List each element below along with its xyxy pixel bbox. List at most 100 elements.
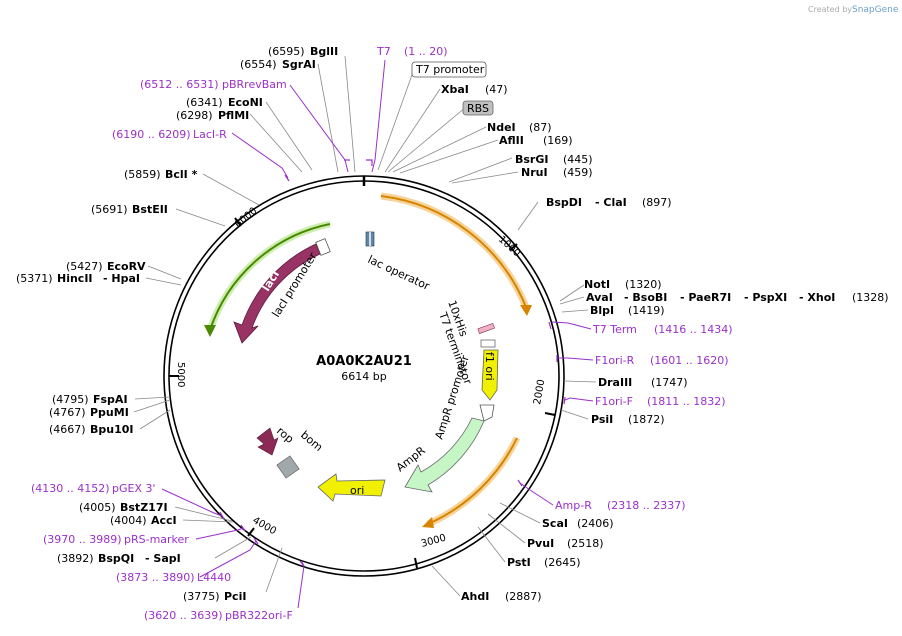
- site-name-hincII[interactable]: HincII: [57, 272, 93, 285]
- site-name-ecoNI[interactable]: EcoNI: [228, 96, 263, 109]
- site-name-scaI[interactable]: ScaI: [542, 517, 568, 530]
- primer-name-t7term[interactable]: T7 Term: [592, 323, 637, 336]
- tick-mark: [234, 217, 242, 227]
- site-name-ppuMI[interactable]: PpuMI: [90, 406, 129, 419]
- site-name-ahdI[interactable]: AhdI: [461, 590, 489, 603]
- site-name-pstI[interactable]: PstI: [507, 556, 531, 569]
- site-name-bpu10I[interactable]: Bpu10I: [90, 423, 134, 436]
- site-name-bstZ17I[interactable]: BstZ17I: [120, 501, 168, 514]
- site-name-bstEII[interactable]: BstEII: [132, 203, 168, 216]
- site-name-hpaI[interactable]: - HpaI: [103, 272, 140, 285]
- primer-range: (1 .. 20): [404, 45, 448, 58]
- tick-mark: [544, 412, 556, 416]
- leader-line: [563, 380, 597, 383]
- rbs-label: RBS: [467, 102, 489, 115]
- ampR-feature[interactable]: [404, 417, 485, 493]
- tick-label-6000: 6000: [233, 206, 260, 231]
- site-name-pspXI[interactable]: - PspXI: [744, 291, 787, 304]
- primer-name-laciR[interactable]: LacI-R: [193, 128, 227, 141]
- ori-feature[interactable]: [317, 473, 386, 502]
- t7-promoter-box[interactable]: [411, 61, 487, 78]
- leader-line-primer: [289, 84, 349, 173]
- site-name-ecoRV[interactable]: EcoRV: [107, 260, 146, 273]
- site-name-sgrAI[interactable]: SgrAI: [282, 58, 316, 71]
- primer-name-ampR[interactable]: Amp-R: [555, 499, 592, 512]
- site-name-bspQI[interactable]: BspQI: [98, 552, 134, 565]
- bom-feature[interactable]: [276, 455, 300, 479]
- leader-line-primer: [231, 132, 289, 179]
- leader-line: [344, 55, 356, 173]
- site-name-paeR7I[interactable]: - PaeR7I: [680, 291, 731, 304]
- site-name-bsoBI[interactable]: - BsoBI: [624, 291, 667, 304]
- leader-line: [431, 565, 461, 597]
- site-pos: (2406): [577, 517, 614, 530]
- site-name-fspAI[interactable]: FspAI: [93, 393, 128, 406]
- leader-line: [377, 71, 414, 171]
- site-name-pflMI[interactable]: PflMI: [218, 109, 249, 122]
- site-name-pvuI[interactable]: PvuI: [527, 537, 554, 550]
- leader-line-primer: [564, 397, 594, 402]
- primer-name-f1oriF[interactable]: F1ori-F: [595, 395, 633, 408]
- primer-marker: [240, 524, 246, 532]
- site-pos: (2518): [567, 537, 604, 550]
- primer-name-pbr322[interactable]: pBR322ori-F: [225, 609, 293, 622]
- lacI-arc: [209, 223, 331, 331]
- leader-line: [560, 409, 589, 420]
- primer-name-t7[interactable]: T7: [376, 45, 391, 58]
- site-pos: (4795): [52, 393, 89, 406]
- site-name-xhoI[interactable]: - XhoI: [799, 291, 835, 304]
- leader-line: [145, 277, 182, 286]
- primer-name-pgex[interactable]: pGEX 3': [112, 482, 156, 495]
- primer-name-prs[interactable]: pRS-marker: [124, 533, 189, 546]
- leader-line-primer: [297, 561, 305, 609]
- leader-line-primer: [371, 59, 386, 173]
- site-name-psiI[interactable]: PsiI: [591, 413, 613, 426]
- arc-arrowhead: [520, 305, 532, 316]
- site-name-avaI[interactable]: AvaI: [586, 291, 613, 304]
- site-name-bglII[interactable]: BglII: [310, 45, 338, 58]
- site-pos: (4667): [49, 423, 86, 436]
- primer-name-pbrrevbam[interactable]: pBRrevBam: [222, 78, 287, 91]
- site-name-blpI[interactable]: BlpI: [590, 304, 614, 317]
- tick-mark: [247, 527, 255, 537]
- primer-marker: [366, 159, 373, 166]
- primer-range: (6512 .. 6531): [140, 78, 219, 91]
- site-pos: (1747): [651, 376, 688, 389]
- lacI-feature[interactable]: [233, 243, 321, 344]
- site-name-sapI[interactable]: - SapI: [145, 552, 181, 565]
- site-name-draIII[interactable]: DraIII: [598, 376, 632, 389]
- primer-name-l4440[interactable]: L4440: [197, 571, 231, 584]
- leader-line: [265, 547, 283, 593]
- primer-range: (1416 .. 1434): [654, 323, 733, 336]
- primer-marker: [517, 479, 523, 487]
- site-name-nruI[interactable]: NruI: [521, 166, 548, 179]
- site-name-notI[interactable]: NotI: [584, 278, 610, 291]
- site-name-bspDI[interactable]: BspDI: [546, 196, 582, 209]
- primer-marker: [219, 511, 225, 520]
- site-pos: (3892): [57, 552, 94, 565]
- rbs-box[interactable]: [462, 100, 494, 116]
- site-name-pciI[interactable]: PciI: [224, 590, 246, 603]
- t7-promoter-label: T7 promoter: [415, 63, 485, 76]
- tick-label-4000: 4000: [251, 515, 279, 537]
- leader-line-primer: [551, 321, 592, 330]
- leader-line: [392, 126, 487, 173]
- leader-line: [387, 106, 467, 173]
- tick-label-3000: 3000: [420, 533, 447, 550]
- f1-ori-feature[interactable]: [481, 349, 499, 401]
- site-pos: (47): [485, 83, 508, 96]
- site-name-bclI[interactable]: BclI *: [165, 168, 198, 181]
- site-name-accI[interactable]: AccI: [151, 514, 177, 527]
- site-name-aflII[interactable]: AflII: [499, 134, 524, 147]
- primer-range: (1601 .. 1620): [650, 354, 729, 367]
- site-name-ndeI[interactable]: NdeI: [487, 121, 516, 134]
- site-name-bsrGI[interactable]: BsrGI: [515, 153, 548, 166]
- tick-mark: [509, 243, 518, 251]
- site-name-xbaI[interactable]: XbaI: [441, 83, 469, 96]
- site-name-claI[interactable]: - ClaI: [595, 196, 627, 209]
- rop-label: rop: [274, 424, 296, 446]
- primer-name-f1oriR[interactable]: F1ori-R: [595, 354, 635, 367]
- rop-feature[interactable]: [256, 427, 279, 456]
- leader-line-primer: [519, 482, 554, 506]
